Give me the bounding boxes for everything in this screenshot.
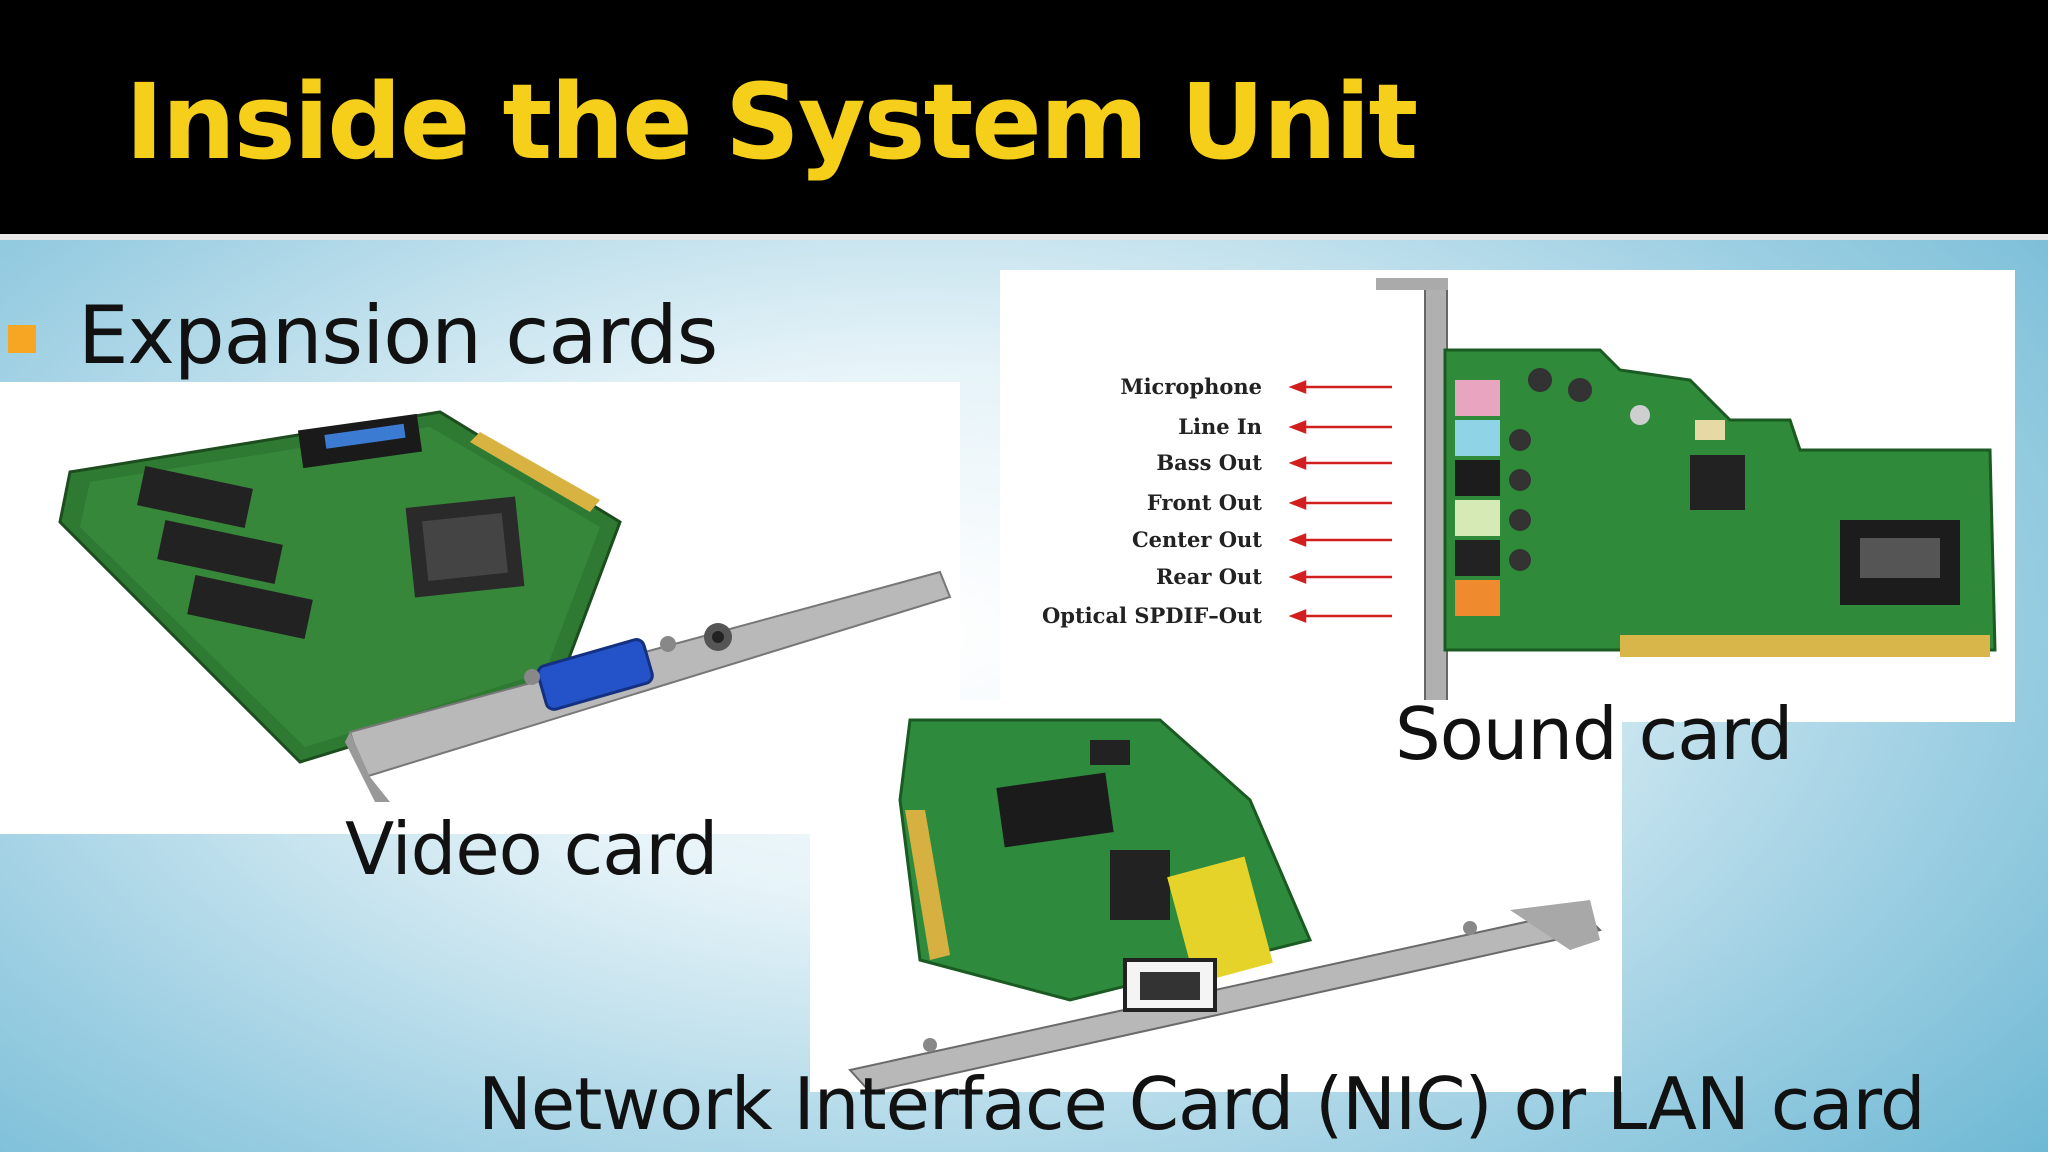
jack-label-optical-spdif-out: Optical SPDIF–Out <box>1042 603 1262 628</box>
video-card-image <box>0 382 960 834</box>
caption-nic-card: Network Interface Card (NIC) or LAN card <box>478 1062 1926 1146</box>
jack-label-rear-out: Rear Out <box>1156 564 1262 589</box>
bullet-expansion-cards: Expansion cards <box>78 289 718 382</box>
caption-video-card: Video card <box>345 807 718 891</box>
title-bar: Inside the System Unit <box>0 0 2048 240</box>
jack-labels: Microphone Line In Bass Out Front Out Ce… <box>1042 374 1262 628</box>
caption-sound-card: Sound card <box>1395 692 1793 776</box>
sound-card-image: Microphone Line In Bass Out Front Out Ce… <box>1000 270 2015 722</box>
jack-label-microphone: Microphone <box>1120 374 1262 399</box>
jack-label-bass-out: Bass Out <box>1156 450 1262 475</box>
nic-card-image <box>810 700 1622 1092</box>
jack-arrows <box>1288 380 1392 623</box>
jack-label-front-out: Front Out <box>1147 490 1262 515</box>
jack-label-line-in: Line In <box>1178 414 1262 439</box>
slide-title: Inside the System Unit <box>125 61 1418 183</box>
jack-label-center-out: Center Out <box>1132 527 1262 552</box>
bullet-square-icon <box>8 325 36 353</box>
